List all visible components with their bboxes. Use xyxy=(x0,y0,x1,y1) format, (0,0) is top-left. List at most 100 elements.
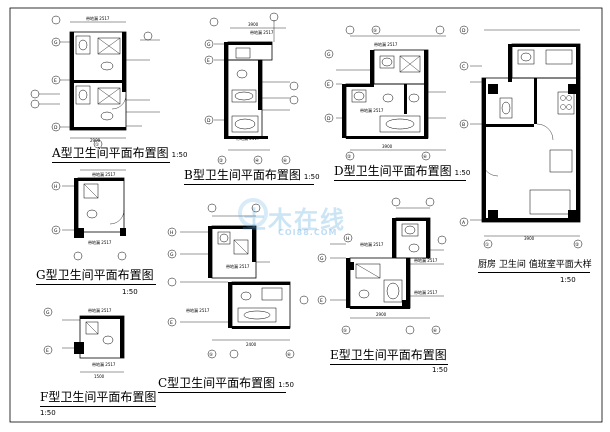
plan-b-axis-6: ⑥ xyxy=(283,158,287,164)
plan-e-dim: 2900 xyxy=(376,312,387,317)
plan-f-axis-g: G xyxy=(46,310,50,316)
plan-b-axis-d: D xyxy=(207,118,211,124)
plan-g-axis-h: H xyxy=(54,184,57,190)
plan-g-title: G型卫生间平面布置图 xyxy=(36,268,154,282)
plan-f-dim: 1500 xyxy=(94,374,105,379)
plan-e-axis-e: E xyxy=(320,298,323,304)
plan-a-label-drain: 带地漏 2517 xyxy=(86,15,110,21)
plan-d-scale: 1:50 xyxy=(454,169,471,177)
plan-f-title: F型卫生间平面布置图 xyxy=(40,390,157,404)
plan-c-underline xyxy=(158,392,286,393)
plan-c-axis-e: E xyxy=(170,320,173,326)
plan-g-title-block: G型卫生间平面布置图 xyxy=(36,268,154,282)
plan-e-label-drain-3: 带地漏 2517 xyxy=(414,289,438,295)
plan-d-axis-2: ② xyxy=(347,154,351,160)
plan-c-axis-g: G xyxy=(170,252,174,258)
plan-a-axis-d: D xyxy=(54,125,58,131)
plan-b-scale: 1:50 xyxy=(303,173,320,181)
plan-kitchen-axis-c: C xyxy=(462,64,465,70)
plan-f-label-drain: 带地漏 2517 xyxy=(88,307,112,313)
plan-f-scale: 1:50 xyxy=(40,409,56,417)
plan-b-underline xyxy=(184,184,314,185)
plan-d-dim: 3900 xyxy=(382,144,393,149)
plan-e-scale: 1:50 xyxy=(432,366,448,374)
watermark-logo-icon xyxy=(238,198,268,228)
plan-c-scale: 1:50 xyxy=(278,381,294,389)
plan-f-title-block: F型卫生间平面布置图 xyxy=(40,390,156,404)
plan-d-axis-6: ⑥ xyxy=(423,154,427,160)
plan-c-dim: 2400 xyxy=(246,342,257,347)
plan-e-label-drain: 带地漏 2517 xyxy=(360,241,384,247)
plan-f-drawing xyxy=(43,307,125,373)
plan-a-axis-g: G xyxy=(54,40,58,46)
plan-e-underline xyxy=(330,364,448,365)
plan-c-drawing xyxy=(167,203,309,359)
plan-g-underline xyxy=(36,284,156,285)
plan-e-axis-5: ⑤ xyxy=(343,328,347,334)
plan-b-axis-4: ④ xyxy=(255,158,259,164)
plan-g-label-drain-2: 带地漏 2517 xyxy=(88,239,112,245)
plan-kitchen-axis-1: ① xyxy=(485,242,489,248)
plan-d-label-drain: 带地漏 2517 xyxy=(374,41,398,47)
plan-c-label-drain: 带地漏 2517 xyxy=(226,263,250,269)
plan-c-label-drain-2: 带地漏 2517 xyxy=(186,307,210,313)
plan-e-axis-6: ⑥ xyxy=(433,328,437,334)
plan-b-axis-2: ② xyxy=(219,158,223,164)
watermark-text: 土木在线 xyxy=(242,206,346,234)
plan-b-label-drain-2: 带地漏 2517 xyxy=(236,135,260,141)
plan-a-underline xyxy=(52,162,170,163)
plan-b-dim: 3900 xyxy=(248,22,259,27)
plan-kitchen-axis-a: A xyxy=(462,220,466,226)
watermark-subtext: COI88.COM xyxy=(278,228,338,237)
plan-b-drawing xyxy=(204,12,299,165)
plan-a-drawing xyxy=(30,15,160,149)
plan-g-drawing xyxy=(51,169,127,261)
plan-d-axis-g: G xyxy=(327,52,331,58)
plan-b-label-drain: 带地漏 2517 xyxy=(250,29,274,35)
plan-kitchen-axis-b: B xyxy=(462,122,465,128)
plan-d-label-drain-2: 带地漏 2517 xyxy=(360,107,384,113)
plan-kitchen-axis-2: ② xyxy=(575,242,579,248)
plan-kitchen-axis-d: D xyxy=(462,28,466,34)
plan-e-axis-h: H xyxy=(346,236,349,242)
plan-c-axis-h: H xyxy=(170,230,173,236)
plan-kitchen-dim: 3900 xyxy=(524,236,535,241)
plan-a-scale: 1:50 xyxy=(171,151,188,159)
plan-d-title: D型卫生间平面布置图 xyxy=(334,164,452,178)
plan-d-underline xyxy=(334,180,466,181)
plan-b-axis-g: G xyxy=(207,42,211,48)
plan-a-axis-1: ① xyxy=(95,142,99,148)
plan-b-axis-e: E xyxy=(207,58,210,64)
plan-e-title-block: E型卫生间平面布置图 xyxy=(330,348,447,362)
plan-d-axis-5: ⑤ xyxy=(373,28,377,34)
plan-a-dim: 2900 xyxy=(90,138,101,143)
plan-d-drawing xyxy=(324,25,446,161)
plan-c-axis-6: ⑥ xyxy=(287,352,291,358)
plan-a-axis-e: E xyxy=(54,78,57,84)
plan-e-label-drain-2: 带地漏 2517 xyxy=(414,257,438,263)
plan-kitchen-title: 厨房 卫生间 值班室平面大样 xyxy=(478,260,592,270)
sheet-border xyxy=(9,7,603,423)
plan-g-scale: 1:50 xyxy=(122,288,138,296)
plan-b-title: B型卫生间平面布置图 xyxy=(184,168,301,182)
plan-e-axis-g: G xyxy=(320,256,324,262)
plan-d-axis-e: E xyxy=(327,82,330,88)
plan-f-label-drain-2: 带地漏 2517 xyxy=(92,361,116,367)
plan-f-underline xyxy=(40,406,156,407)
plan-c-axis-5: ⑤ xyxy=(209,352,213,358)
plan-kitchen-title-block: 厨房 卫生间 值班室平面大样 xyxy=(478,258,592,272)
plan-f-axis-e: E xyxy=(46,348,49,354)
plan-kitchen-drawing xyxy=(459,25,583,249)
plan-e-title: E型卫生间平面布置图 xyxy=(330,348,447,362)
plan-kitchen-underline xyxy=(478,272,590,273)
plan-g-axis-g: G xyxy=(54,228,58,234)
plan-e-drawing xyxy=(317,197,447,335)
plan-kitchen-scale: 1:50 xyxy=(560,276,576,284)
plan-d-axis-d: D xyxy=(327,116,331,122)
plan-a-title: A型卫生间平面布置图 xyxy=(52,146,169,160)
